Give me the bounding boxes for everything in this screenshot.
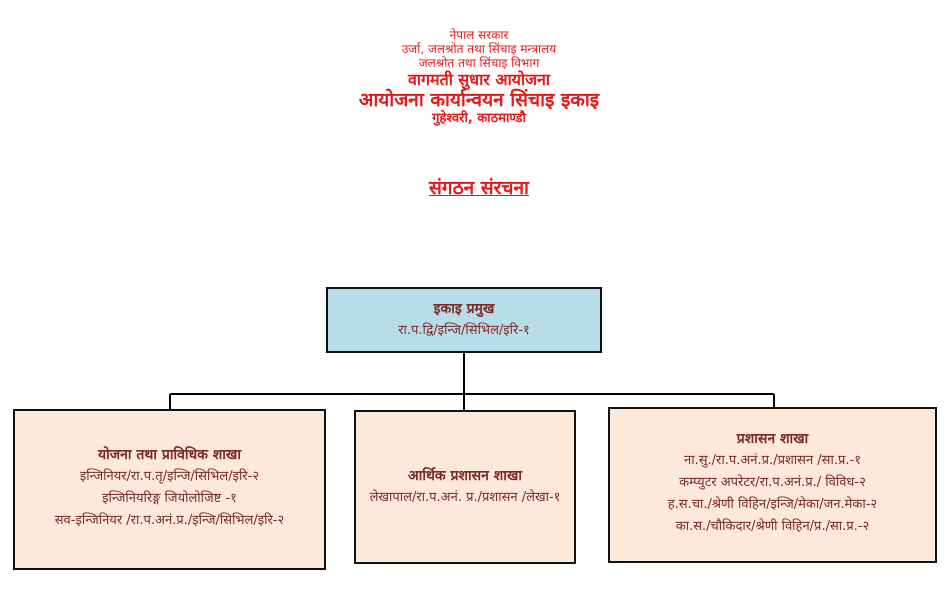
node-planning-heading: योजना तथा प्राविधिक शाखा (98, 447, 241, 463)
node-admin-post: ना.सु./रा.प.अनं.प्र./प्रशासन /सा.प्र.-१ (684, 453, 861, 468)
header-department: जलश्रोत तथा सिंचाइ विभाग (418, 56, 540, 70)
chart-title: संगठन संरचना (429, 177, 529, 199)
node-planning-post: इन्जिनियर/रा.प.तृ/इन्जि/सिभिल/इरि-२ (79, 469, 260, 484)
header-unit: आयोजना कार्यान्वयन सिंचाइ इकाइ (358, 89, 600, 111)
header-government: नेपाल सरकार (449, 28, 509, 42)
node-unit-chief-post: रा.प.द्वि/इन्जि/सिभिल/इरि-१ (398, 323, 530, 338)
node-admin-post: का.स./चौकिदार/श्रेणी विहिन/प्र./सा.प्र.-… (675, 519, 870, 534)
node-financial-post: लेखापाल/रा.प.अनं. प्र./प्रशासन /लेखा-१ (369, 490, 561, 505)
letterhead: नेपाल सरकार उर्जा, जलश्रोत तथा सिंचाइ मन… (0, 28, 950, 127)
node-admin-post: कम्प्युटर अपरेटर/रा.प.अनं.प्र./ विविध-२ (679, 475, 866, 490)
node-financial-heading: आर्थिक प्रशासन शाखा (408, 468, 522, 484)
node-admin-post: ह.स.चा./श्रेणी विहिन/इन्जि/मेका/जन.मेका-… (667, 497, 878, 512)
header-project: वागमती सुधार आयोजना (407, 70, 551, 89)
node-admin-heading: प्रशासन शाखा (736, 431, 809, 447)
node-admin-branch: प्रशासन शाखा ना.सु./रा.प.अनं.प्र./प्रशास… (608, 407, 937, 563)
node-planning-technical-branch: योजना तथा प्राविधिक शाखा इन्जिनियर/रा.प.… (13, 409, 326, 570)
node-financial-admin-branch: आर्थिक प्रशासन शाखा लेखापाल/रा.प.अनं. प्… (354, 410, 576, 564)
node-unit-chief: इकाइ प्रमुख रा.प.द्वि/इन्जि/सिभिल/इरि-१ (326, 287, 602, 353)
header-ministry: उर्जा, जलश्रोत तथा सिंचाइ मन्त्रालय (401, 42, 557, 56)
node-unit-chief-heading: इकाइ प्रमुख (433, 301, 495, 317)
node-planning-post: इन्जिनियरिङ्ग जियोलोजिष्ट -१ (102, 491, 237, 506)
node-planning-post: सव-इन्जिनियर /रा.प.अनं.प्र./इन्जि/सिभिल/… (54, 513, 285, 528)
header-location: गुहेश्वरी, काठमाण्डौ (432, 111, 526, 126)
